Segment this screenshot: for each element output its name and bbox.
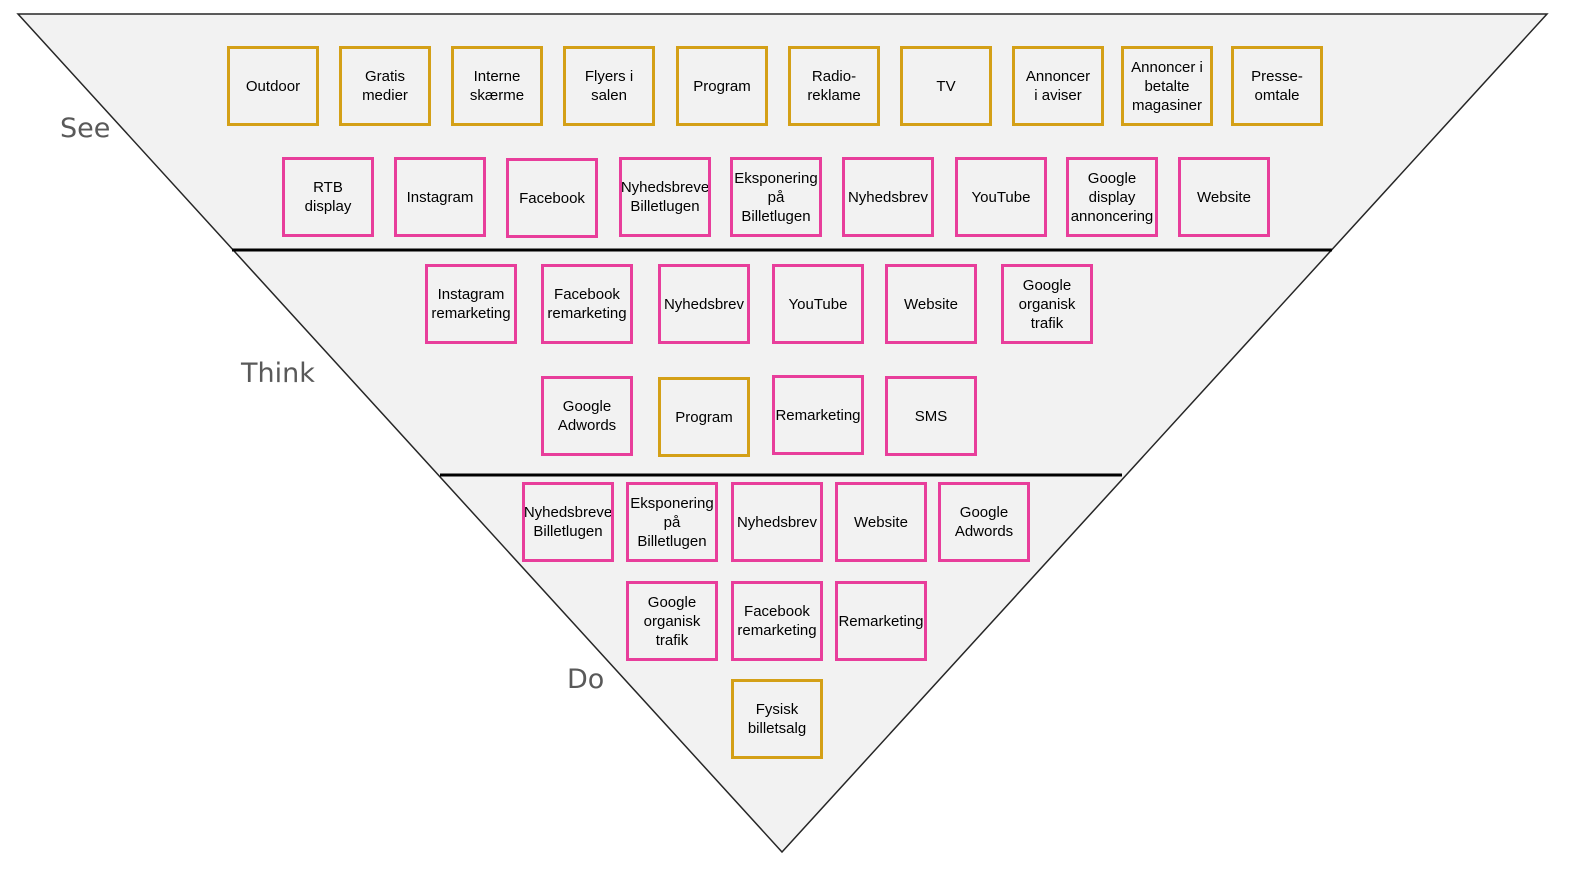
stage-label-do: Do [567,664,605,695]
think-row1-instagram-remarketing-box[interactable]: Instagram remarketing [425,264,517,344]
see-row2-nyhedsbreve-billetlugen-box[interactable]: Nyhedsbreve Billetlugen [619,157,711,237]
do-row1-google-adwords-box[interactable]: Google Adwords [938,482,1030,562]
see-row1-gratis-medier-box[interactable]: Gratis medier [339,46,431,126]
see-row2-google-display-box[interactable]: Google display annoncering [1066,157,1158,237]
stage-label-see: See [60,113,111,144]
see-row1-outdoor-box[interactable]: Outdoor [227,46,319,126]
do-row2-google-organisk-box[interactable]: Google organisk trafik [626,581,718,661]
think-row2-google-adwords-box[interactable]: Google Adwords [541,376,633,456]
think-row2-sms-box[interactable]: SMS [885,376,977,456]
see-row1-flyers-box[interactable]: Flyers i salen [563,46,655,126]
do-row2-remarketing-box[interactable]: Remarketing [835,581,927,661]
see-row1-annoncer-magasiner-box[interactable]: Annoncer i betalte magasiner [1121,46,1213,126]
see-row1-radio-reklame-box[interactable]: Radio- reklame [788,46,880,126]
do-row1-website-box[interactable]: Website [835,482,927,562]
see-row1-tv-box[interactable]: TV [900,46,992,126]
stage-label-think: Think [241,358,315,389]
think-row1-nyhedsbrev-box[interactable]: Nyhedsbrev [658,264,750,344]
think-row1-youtube-box[interactable]: YouTube [772,264,864,344]
see-row2-facebook-box[interactable]: Facebook [506,158,598,238]
see-row2-website-box[interactable]: Website [1178,157,1270,237]
see-row1-presseomtale-box[interactable]: Presse- omtale [1231,46,1323,126]
do-row3-fysisk-billetsalg-box[interactable]: Fysisk billetsalg [731,679,823,759]
do-row1-eksponering-billetlugen-box[interactable]: Eksponering på Billetlugen [626,482,718,562]
think-row2-program-box[interactable]: Program [658,377,750,457]
do-row1-nyhedsbrev-box[interactable]: Nyhedsbrev [731,482,823,562]
do-row1-nyhedsbreve-billetlugen-box[interactable]: Nyhedsbreve Billetlugen [522,482,614,562]
think-row2-remarketing-box[interactable]: Remarketing [772,375,864,455]
see-row1-annoncer-aviser-box[interactable]: Annoncer i aviser [1012,46,1104,126]
think-row1-website-box[interactable]: Website [885,264,977,344]
do-row2-facebook-remarketing-box[interactable]: Facebook remarketing [731,581,823,661]
think-row1-google-organisk-box[interactable]: Google organisk trafik [1001,264,1093,344]
see-row2-youtube-box[interactable]: YouTube [955,157,1047,237]
see-row2-eksponering-billetlugen-box[interactable]: Eksponering på Billetlugen [730,157,822,237]
think-row1-facebook-remarketing-box[interactable]: Facebook remarketing [541,264,633,344]
see-row2-instagram-box[interactable]: Instagram [394,157,486,237]
see-row2-rtb-display-box[interactable]: RTB display [282,157,374,237]
see-row1-interne-skaerme-box[interactable]: Interne skærme [451,46,543,126]
see-row2-nyhedsbrev-box[interactable]: Nyhedsbrev [842,157,934,237]
see-row1-program-box[interactable]: Program [676,46,768,126]
